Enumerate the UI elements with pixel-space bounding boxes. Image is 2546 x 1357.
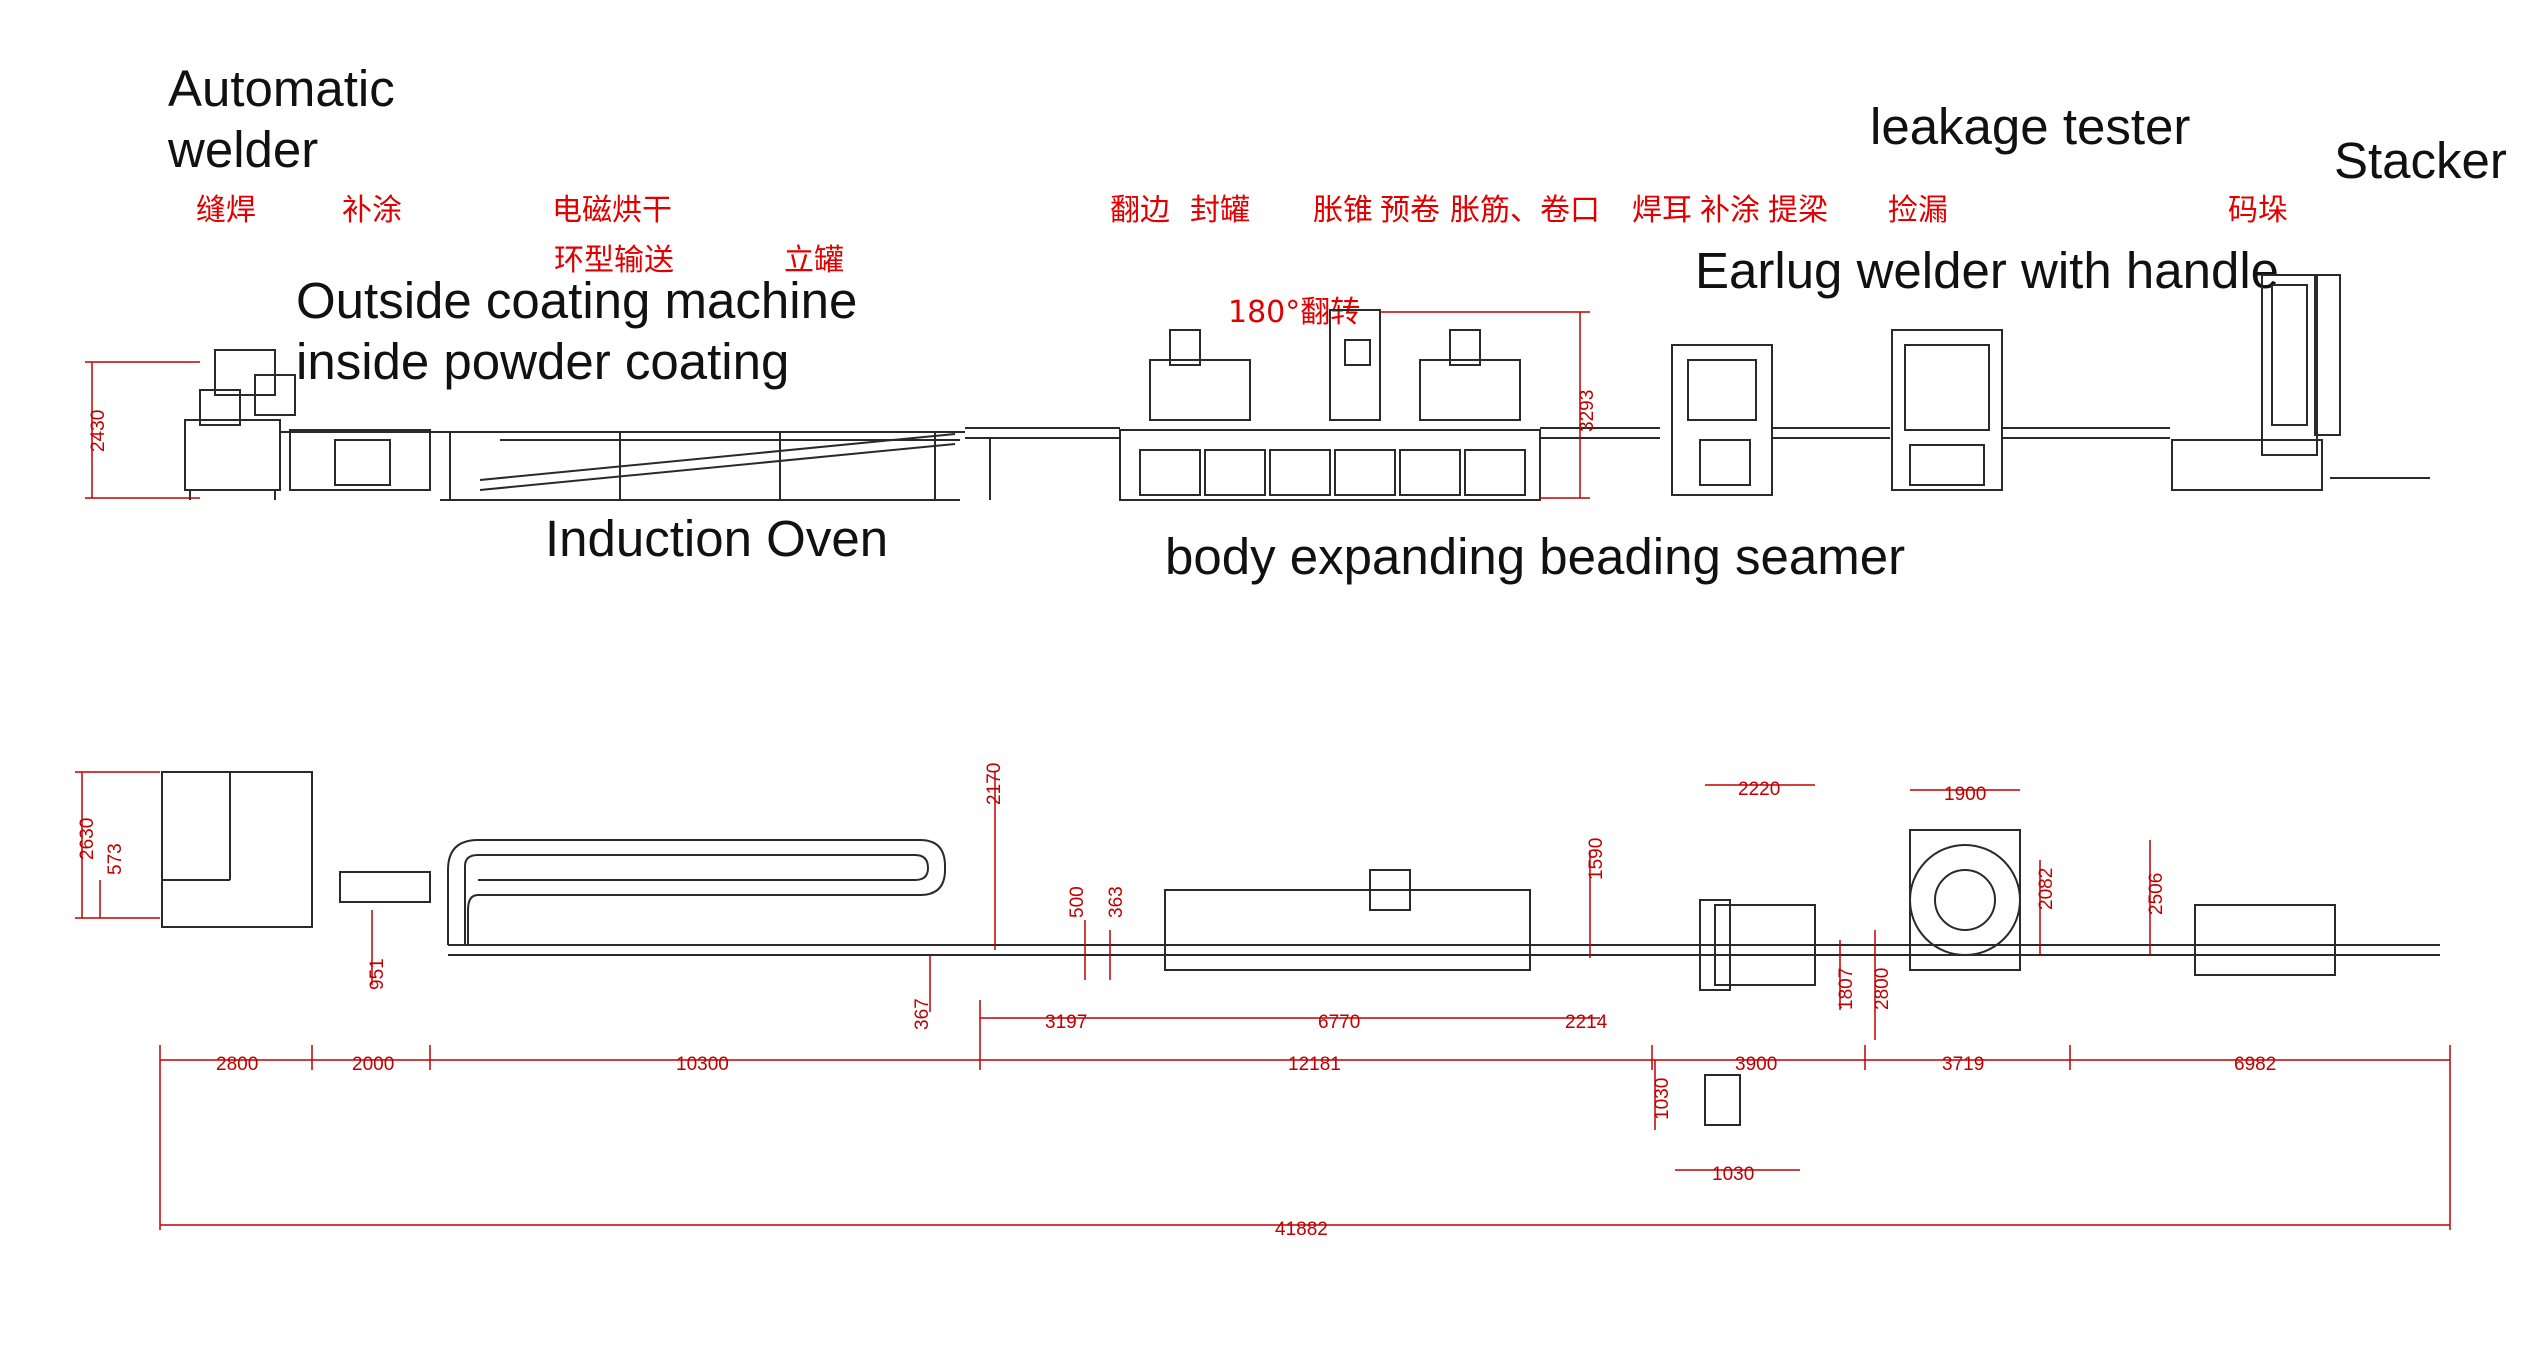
cn-flange: 翻边: [1110, 193, 1170, 228]
coating-elevation: [280, 429, 460, 491]
plan-stacker: [2194, 904, 2336, 976]
dim-2220: 2220: [1738, 779, 1780, 800]
plan-control-panel: [1704, 1074, 1741, 1126]
label-outside-coating: Outside coating machine inside powder co…: [296, 272, 858, 391]
cn-em-dry: 电磁烘干: [552, 193, 672, 228]
dim-1590: 1590: [1586, 838, 1607, 880]
dim-seg-3719: 3719: [1942, 1054, 1984, 1075]
dim-1030-v: 1030: [1652, 1078, 1673, 1120]
elevation-dimensions: [85, 311, 1590, 499]
plan-earlug: [1714, 904, 1816, 986]
cn-pre-curl: 预卷: [1380, 193, 1440, 228]
plan-oven-loop: [447, 839, 946, 945]
dim-2082: 2082: [2036, 868, 2057, 910]
cn-ring-convey: 环型输送: [554, 243, 674, 278]
cn-seam-weld: 缝焊: [196, 193, 256, 228]
dim-seg-10300: 10300: [676, 1054, 729, 1075]
dim-seg-6982: 6982: [2234, 1054, 2276, 1075]
dim-363: 363: [1106, 886, 1127, 918]
cn-repair-coat-2: 补涂: [1700, 193, 1760, 228]
stacker-elevation: [2171, 274, 2430, 491]
dim-6770: 6770: [1318, 1012, 1360, 1033]
cn-seal: 封罐: [1190, 193, 1250, 228]
cn-bead-curl: 胀筋、卷口: [1450, 193, 1600, 228]
expander-elevation: [1119, 309, 1541, 501]
label-earlug-welder: Earlug welder with handle: [1695, 242, 2280, 299]
dim-elev-2430: 2430: [88, 410, 109, 452]
dim-seg-3900: 3900: [1735, 1054, 1777, 1075]
dim-seg-12181: 12181: [1288, 1054, 1341, 1075]
cn-expand-cone: 胀锥: [1313, 193, 1373, 228]
label-leakage-tester: leakage tester: [1870, 98, 2191, 155]
dim-951: 951: [367, 958, 388, 990]
label-induction-oven: Induction Oven: [545, 510, 889, 567]
dim-2800v: 2800: [1872, 968, 1893, 1010]
cn-handle: 提梁: [1768, 193, 1828, 228]
dim-1807: 1807: [1836, 968, 1857, 1010]
dim-500: 500: [1067, 886, 1088, 918]
dim-3197: 3197: [1045, 1012, 1087, 1033]
label-stacker: Stacker: [2334, 132, 2507, 189]
dim-2630: 2630: [77, 818, 98, 860]
elevation-view: [184, 274, 2430, 501]
cn-repair-coat: 补涂: [342, 193, 402, 228]
dim-total-41882: 41882: [1275, 1219, 1328, 1240]
dim-1030-h: 1030: [1712, 1164, 1754, 1185]
oven-elevation: [420, 431, 965, 501]
plan-view: [161, 771, 2440, 1126]
label-automatic-welder: Automatic welder: [168, 60, 395, 179]
welder-elevation: [184, 349, 296, 500]
cn-leak-check: 捡漏: [1888, 193, 1948, 228]
dim-2170: 2170: [984, 763, 1005, 805]
plan-welder-footprint: [161, 771, 313, 928]
label-body-expanding: body expanding beading seamer: [1165, 528, 1906, 585]
dim-367: 367: [912, 998, 933, 1030]
dim-2506: 2506: [2146, 873, 2167, 915]
dim-1900: 1900: [1944, 784, 1986, 805]
dim-elev-3293: 3293: [1577, 390, 1598, 432]
plan-leak-tester: [1909, 829, 2021, 971]
earlug-elevation: [1671, 344, 1773, 496]
plan-dimension-lines: [75, 771, 2451, 1230]
leak-tester-elevation: [1891, 329, 2003, 491]
cn-ear-weld: 焊耳: [1632, 193, 1692, 228]
dim-2214: 2214: [1565, 1012, 1608, 1033]
plan-expander: [1164, 889, 1531, 971]
plan-coater: [339, 871, 431, 903]
cn-stack: 码垛: [2228, 193, 2288, 228]
dim-seg-2800: 2800: [216, 1054, 258, 1075]
dim-seg-2000: 2000: [352, 1054, 394, 1075]
cn-upright: 立罐: [784, 243, 844, 278]
cn-flip: 180°翻转: [1228, 295, 1361, 330]
dim-573: 573: [105, 843, 126, 875]
